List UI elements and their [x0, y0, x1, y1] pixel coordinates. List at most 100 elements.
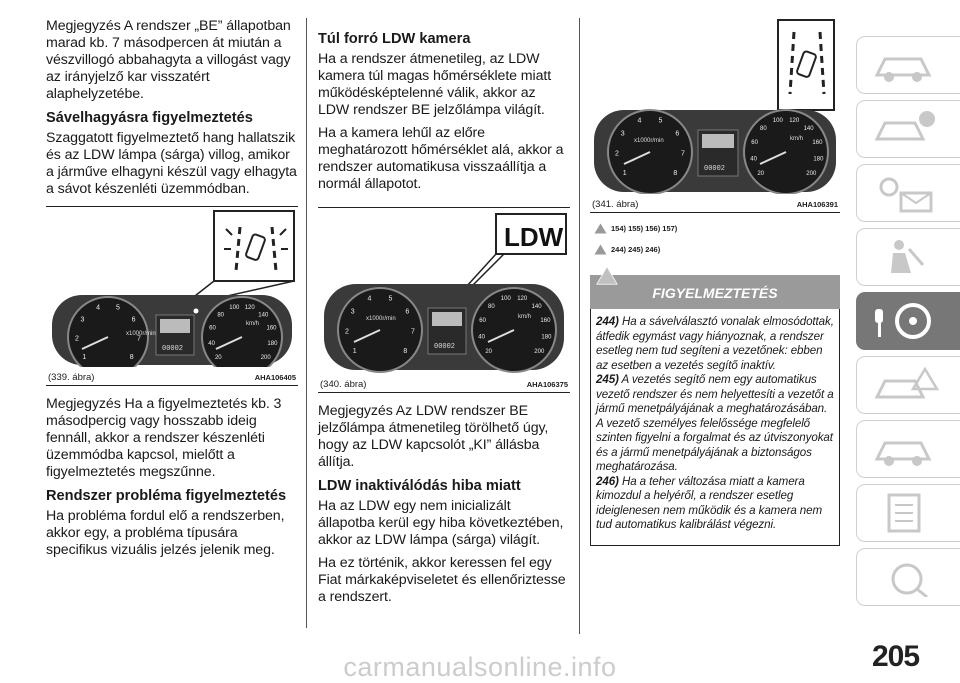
ldw-lamp-label: LDW	[504, 222, 564, 252]
rpm-tick-label: 2	[75, 336, 79, 343]
tab-dashboard[interactable]	[856, 36, 960, 94]
tab-lights[interactable]	[856, 164, 960, 222]
rpm-tick-label: 8	[403, 348, 407, 355]
rpm-tick-label: 5	[659, 118, 663, 125]
speed-tick-label: 60	[209, 326, 216, 332]
speed-tick-label: 140	[258, 313, 269, 319]
rpm-tick-label: 3	[80, 317, 84, 324]
lights-mail-icon	[879, 177, 933, 213]
figure-code: AHA106391	[796, 200, 838, 209]
tab-specifications[interactable]	[856, 484, 960, 542]
section-heading: Sávelhagyásra figyelmeztetés	[46, 110, 253, 126]
note-paragraph: Megjegyzés Ha a figyelmeztetés kb. 3 más…	[46, 396, 282, 480]
warning-number: 246)	[596, 474, 619, 488]
rpm-tick-label: 7	[137, 336, 141, 343]
rpm-tick-label: 4	[96, 305, 100, 312]
rpm-tick-label: 7	[681, 151, 685, 158]
speed-tick-label: 120	[789, 118, 800, 124]
spec-sheet-icon	[887, 493, 921, 533]
speed-tick-label: 60	[751, 140, 758, 146]
warning-triangle-icon	[594, 223, 607, 234]
section-heading: LDW inaktiválódás hiba miatt	[318, 478, 521, 494]
ldw-lamp-icon	[224, 226, 288, 272]
section-heading: Rendszer probléma figyelmeztetés	[46, 488, 287, 504]
tab-emergency[interactable]	[856, 356, 960, 414]
rpm-tick-label: 5	[116, 305, 120, 312]
warning-triangle-icon	[594, 244, 607, 255]
figure-caption: (341. ábra)	[592, 199, 639, 210]
note-paragraph: Megjegyzés A rendszer „BE” állapotban ma…	[46, 18, 291, 102]
speed-label: km/h	[246, 321, 259, 327]
rpm-tick-label: 4	[368, 296, 372, 303]
column-1: Megjegyzés A rendszer „BE” állapotban ma…	[46, 18, 298, 565]
speed-tick-label: 20	[215, 355, 222, 361]
rpm-tick-label: 1	[353, 348, 357, 355]
tab-safety[interactable]	[856, 228, 960, 286]
watermark: carmanualsonline.info	[343, 652, 617, 682]
rpm-label: x1000r/min	[126, 331, 156, 337]
warning-box: 244) Ha a sávelválasztó vonalak elmosódo…	[590, 309, 840, 546]
speed-tick-label: 200	[534, 349, 545, 355]
warning-reference: 154) 155) 156) 157)	[594, 223, 840, 234]
speed-tick-label: 20	[757, 171, 764, 177]
speed-tick-label: 60	[479, 318, 486, 324]
tab-index[interactable]	[856, 548, 960, 606]
reference-numbers: 154) 155) 156) 157)	[611, 224, 678, 233]
rpm-label: x1000r/min	[366, 316, 396, 322]
speed-tick-label: 140	[804, 126, 815, 132]
car-maintenance-icon	[874, 441, 932, 466]
warning-text: A vezetés segítő nem egy automatikus vez…	[596, 373, 834, 473]
speed-tick-label: 180	[541, 334, 552, 340]
rpm-tick-label: 4	[638, 118, 642, 125]
speed-tick-label: 140	[532, 304, 543, 310]
warning-number: 244)	[596, 315, 619, 328]
tab-car-info[interactable]	[856, 100, 960, 158]
body-paragraph: Szaggatott figyelmeztető hang hallatszik…	[46, 130, 297, 197]
airbag-seat-icon	[891, 240, 925, 273]
figure-code: AHA106405	[254, 373, 296, 382]
speed-tick-label: 180	[267, 341, 278, 347]
figure-code: AHA106375	[526, 380, 568, 389]
car-warning-icon	[874, 366, 940, 399]
chapter-tabs	[856, 36, 960, 612]
tab-maintenance[interactable]	[856, 420, 960, 478]
warning-title: FIGYELMEZTETÉS	[652, 285, 778, 301]
column-divider	[306, 18, 307, 628]
rpm-tick-label: 2	[615, 151, 619, 158]
ldw-lamp-icon	[788, 31, 826, 95]
speed-label: km/h	[518, 314, 531, 320]
warning-number: 245)	[596, 373, 619, 386]
rpm-tick-label: 6	[132, 317, 136, 324]
speed-tick-label: 40	[208, 341, 215, 347]
speed-tick-label: 40	[478, 334, 485, 340]
index-letters-icon	[891, 563, 928, 597]
column-divider	[579, 18, 580, 634]
odometer: 00002	[434, 343, 455, 351]
rpm-tick-label: 1	[623, 170, 627, 177]
note-paragraph: Megjegyzés Az LDW rendszer BE jelzőlámpa…	[318, 403, 549, 470]
rpm-tick-label: 3	[621, 130, 625, 137]
speed-tick-label: 180	[813, 156, 824, 162]
car-dashboard-icon	[874, 57, 932, 82]
rpm-tick-label: 8	[130, 354, 134, 361]
figure-caption: (339. ábra)	[48, 372, 95, 383]
speed-tick-label: 100	[229, 305, 240, 311]
speed-label: km/h	[790, 136, 803, 142]
warning-text: Ha a teher változása miatt a kamera kimo…	[596, 474, 823, 532]
speed-tick-label: 160	[540, 318, 551, 324]
car-info-icon	[874, 111, 935, 141]
speed-tick-label: 120	[245, 305, 256, 311]
tab-starting-driving[interactable]	[856, 292, 960, 350]
rpm-tick-label: 7	[411, 329, 415, 336]
speed-tick-label: 160	[812, 140, 823, 146]
section-heading: Túl forró LDW kamera	[318, 31, 471, 47]
odometer: 00002	[162, 345, 183, 353]
key-steering-icon	[875, 303, 931, 339]
speed-tick-label: 40	[750, 156, 757, 162]
rpm-tick-label: 1	[82, 354, 86, 361]
